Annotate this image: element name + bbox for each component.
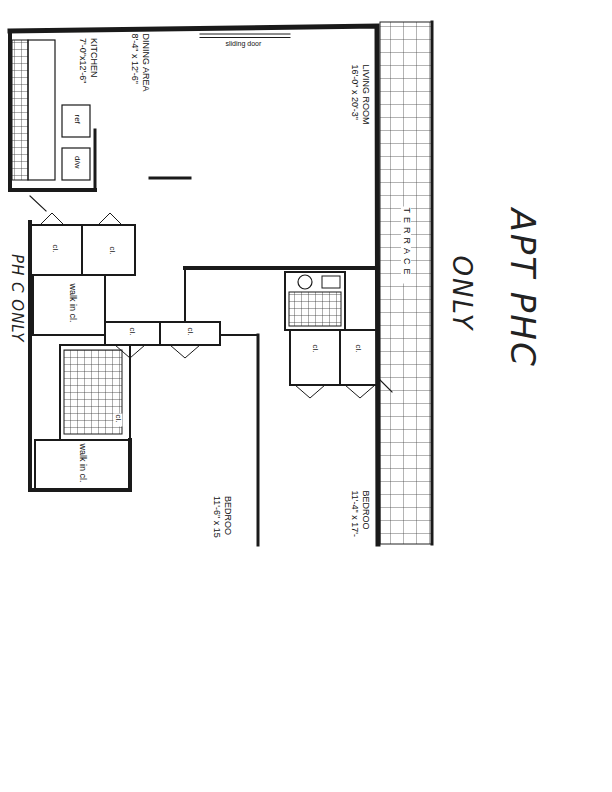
dishwasher	[62, 148, 90, 180]
handwritten-note: APT PHC	[503, 208, 540, 373]
plan-label: cl.	[108, 246, 117, 259]
room-dimension: 11'-6" x 15	[211, 496, 222, 540]
room-name: DINING AREA	[140, 34, 151, 95]
handwritten-note: ONLY	[448, 255, 477, 336]
hall-closet	[105, 322, 220, 345]
terrace-door	[378, 378, 392, 392]
plan-label: walk in cl.	[67, 283, 77, 328]
door-swing	[115, 345, 200, 358]
room-dimension: 7'-0"x12'-6"	[77, 38, 88, 86]
bedroom-wall	[257, 335, 260, 545]
living-room-wall	[185, 266, 378, 270]
room-label-box: LIVING ROOM16'-0" x 20'-3"	[348, 63, 372, 130]
closet	[290, 330, 378, 385]
terrace-tiles	[380, 22, 432, 544]
room-name: BEDROO	[360, 491, 371, 540]
room-dimension: 8'-4" x 12'-6"	[129, 34, 140, 95]
kitchen-wall	[10, 31, 95, 190]
room-name: BEDROO	[222, 496, 233, 540]
room-label-box: BEDROO11'-4" x 17'-	[348, 489, 372, 542]
room-label-box: DINING AREA8'-4" x 12'-6"	[128, 32, 152, 97]
closet-divider	[159, 322, 161, 345]
room-name: KITCHEN	[88, 38, 99, 86]
plan-label: ref	[73, 114, 82, 129]
bathroom-tiles	[289, 292, 341, 326]
room-dimension: 16'-0" x 20'-3"	[349, 65, 360, 128]
terrace-edge	[431, 22, 434, 544]
plan-label: cl.	[51, 244, 60, 257]
plan-label: TERRACE	[401, 207, 411, 284]
kitchen-counter	[28, 40, 55, 180]
plan-label: cl.	[128, 327, 137, 340]
kitchen-divider	[94, 130, 97, 190]
hall-wall	[220, 322, 258, 335]
room-label-box: BEDROO11'-6" x 15	[210, 494, 234, 542]
handwritten-note: PH C ONLY	[9, 253, 26, 347]
plan-label: sliding door	[225, 40, 266, 48]
hall-wall	[184, 268, 186, 322]
closet-divider	[339, 330, 341, 385]
sliding-door-track	[200, 34, 290, 38]
door-swing	[30, 196, 46, 211]
exterior-wall	[10, 26, 378, 544]
closet-divider	[81, 225, 83, 275]
sink-symbol	[322, 276, 340, 288]
plan-label: walk in cl.	[77, 443, 87, 488]
bathroom	[60, 345, 130, 440]
plan-label: cl.	[311, 344, 320, 357]
kitchen-window-strip	[12, 40, 28, 180]
refrigerator	[62, 105, 90, 137]
room-dimension: 11'-4" x 17'-	[349, 491, 360, 540]
bathroom	[285, 272, 345, 330]
door-swing	[40, 213, 122, 225]
bathroom-tiles	[64, 350, 122, 434]
plan-label: d/w	[73, 155, 82, 173]
walk-in-closet	[33, 275, 105, 335]
door-swing	[295, 385, 375, 398]
room-label-box: KITCHEN7'-0"x12'-6"	[76, 36, 100, 88]
closet	[30, 225, 135, 275]
room-name: LIVING ROOM	[360, 65, 371, 128]
walk-in-closet	[35, 440, 130, 490]
dining-wall-stub	[150, 177, 190, 180]
plan-label: cl.	[114, 414, 123, 427]
plan-label: cl.	[354, 344, 363, 357]
plan-label: cl.	[186, 327, 195, 340]
toilet-symbol	[298, 275, 312, 289]
corridor-wall	[30, 222, 130, 490]
